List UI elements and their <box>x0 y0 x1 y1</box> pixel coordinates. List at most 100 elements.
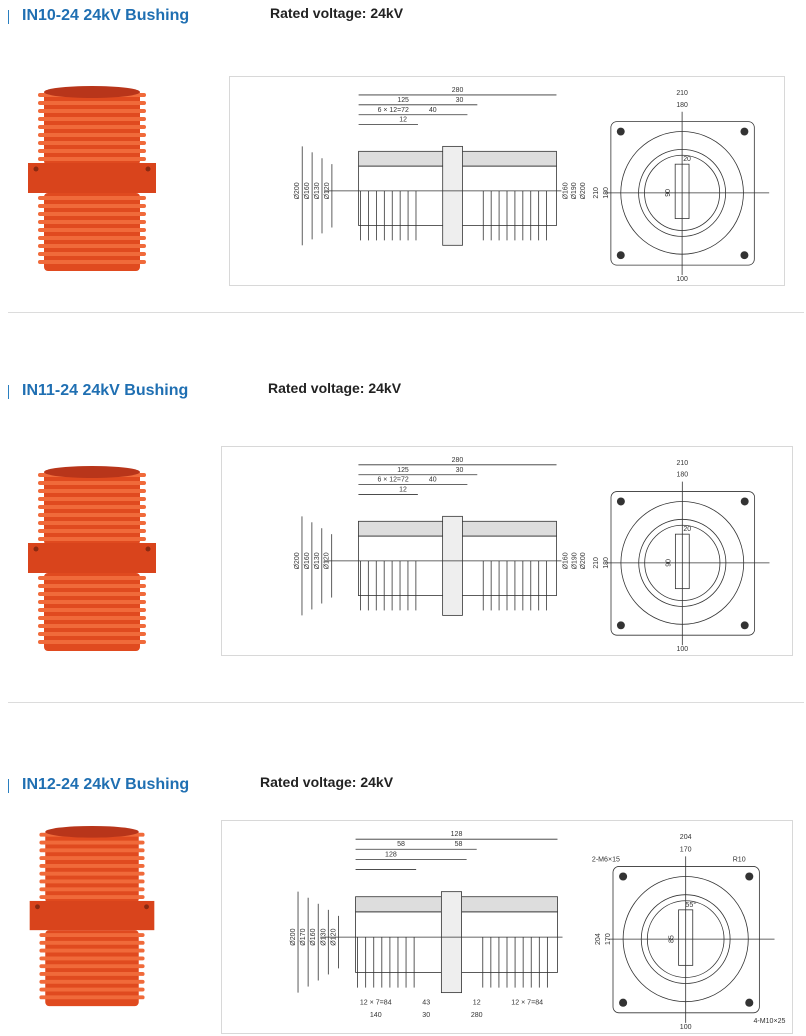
dimension-label: Ø200 <box>580 182 587 199</box>
conductor <box>442 145 463 246</box>
dimension-label: 100 <box>677 646 689 653</box>
dimension-label: 125 <box>397 467 409 474</box>
rib <box>38 624 146 628</box>
dimension-label: 40 <box>429 477 437 484</box>
mounting-hole <box>616 621 625 630</box>
mounting-hole <box>616 497 625 506</box>
dimension-label: 140 <box>370 1012 382 1019</box>
rib <box>38 204 146 208</box>
dimension-label: 12 <box>473 1000 481 1007</box>
rib <box>38 220 146 224</box>
dimension-label: 6 × 12=72 <box>378 477 409 484</box>
rib <box>38 521 146 525</box>
mounting-flange <box>28 163 156 193</box>
dimension-label: 125 <box>397 97 409 104</box>
dimension-label: 204 <box>595 933 602 945</box>
dimension-label: 40 <box>429 107 437 114</box>
dimension-label: 6 × 12=72 <box>378 107 409 114</box>
flange-hole <box>33 166 39 172</box>
dimension-label: Ø130 <box>314 552 321 569</box>
dimension-label: 12 <box>399 487 407 494</box>
flange-square <box>612 866 760 1014</box>
rib <box>39 863 145 868</box>
dimension-label: R10 <box>733 856 746 863</box>
rib <box>39 856 145 861</box>
title-accent-bar <box>8 779 9 793</box>
rib <box>38 640 146 644</box>
rib <box>38 497 146 501</box>
rib <box>38 196 146 200</box>
rib <box>39 964 145 969</box>
rib <box>38 576 146 580</box>
dimension-label: 12 × 7=84 <box>360 1000 392 1007</box>
product-title: IN11-24 24kV Bushing <box>22 382 189 399</box>
dimension-label: 280 <box>452 87 464 94</box>
rib <box>39 933 145 937</box>
rib <box>38 608 146 612</box>
dimension-label: 280 <box>452 457 464 464</box>
title-accent-bar <box>8 10 9 24</box>
rib <box>38 489 146 493</box>
rib <box>38 117 146 121</box>
flange-square <box>610 491 756 636</box>
dimension-label: 85 <box>669 935 676 943</box>
flange-hole <box>144 904 149 910</box>
rib <box>38 125 146 129</box>
dimension-label: 58 <box>455 841 463 848</box>
dimension-label: Ø160 <box>562 552 569 569</box>
product-title: IN10-24 24kV Bushing <box>22 7 190 24</box>
top-opening <box>44 86 140 98</box>
rib <box>38 244 146 248</box>
mounting-flange <box>28 543 156 573</box>
rib <box>38 600 146 604</box>
mounting-hole <box>745 998 754 1007</box>
dimension-label: 20 <box>683 156 691 163</box>
dimension-label: 100 <box>680 1024 692 1031</box>
rib <box>39 887 145 892</box>
top-opening <box>44 466 140 478</box>
rib <box>38 109 146 113</box>
dimension-label: 180 <box>676 102 688 109</box>
flange-hole <box>35 904 40 910</box>
rib <box>39 979 145 984</box>
mounting-hole <box>740 251 749 260</box>
rated-voltage: Rated voltage: 24kV <box>260 774 394 790</box>
rib <box>38 632 146 636</box>
product-photo <box>29 825 155 1007</box>
dimension-label: 170 <box>605 933 612 945</box>
dimension-label: 280 <box>471 1012 483 1019</box>
conductor <box>442 515 463 616</box>
dimension-label: 210 <box>677 460 689 467</box>
rib <box>38 616 146 620</box>
rib <box>39 840 145 845</box>
dimension-label: 12 × 7=84 <box>511 1000 543 1007</box>
dimension-label: 12 <box>399 117 407 124</box>
rib <box>38 228 146 232</box>
dimension-label: Ø200 <box>294 182 301 199</box>
mounting-hole <box>619 872 628 881</box>
dimension-label: 4-M10×25 <box>754 1018 786 1025</box>
rated-voltage: Rated voltage: 24kV <box>270 5 404 21</box>
rib <box>38 505 146 509</box>
dimension-label: Ø160 <box>310 928 317 945</box>
rib <box>39 879 145 884</box>
dimension-label: 210 <box>593 557 600 569</box>
product-section-in11: IN11-24 24kV Bushing Rated voltage: 24kV… <box>0 380 806 680</box>
title-accent-bar <box>8 385 9 399</box>
dimension-label: 43 <box>422 1000 430 1007</box>
flange-hole <box>33 546 39 552</box>
product-section-in12: IN12-24 24kV Bushing Rated voltage: 24kV… <box>0 770 806 1036</box>
product-photo <box>28 86 156 271</box>
rib <box>38 584 146 588</box>
mounting-hole <box>619 998 628 1007</box>
dimension-label: 90 <box>665 189 672 197</box>
rib <box>38 149 146 153</box>
top-opening <box>45 825 139 838</box>
rib <box>38 141 146 145</box>
product-title: IN12-24 24kV Bushing <box>22 776 190 793</box>
dimension-label: 30 <box>422 1012 430 1019</box>
rib <box>39 972 145 976</box>
rib <box>38 157 146 161</box>
rib <box>38 513 146 517</box>
dimension-label: 170 <box>680 846 692 853</box>
